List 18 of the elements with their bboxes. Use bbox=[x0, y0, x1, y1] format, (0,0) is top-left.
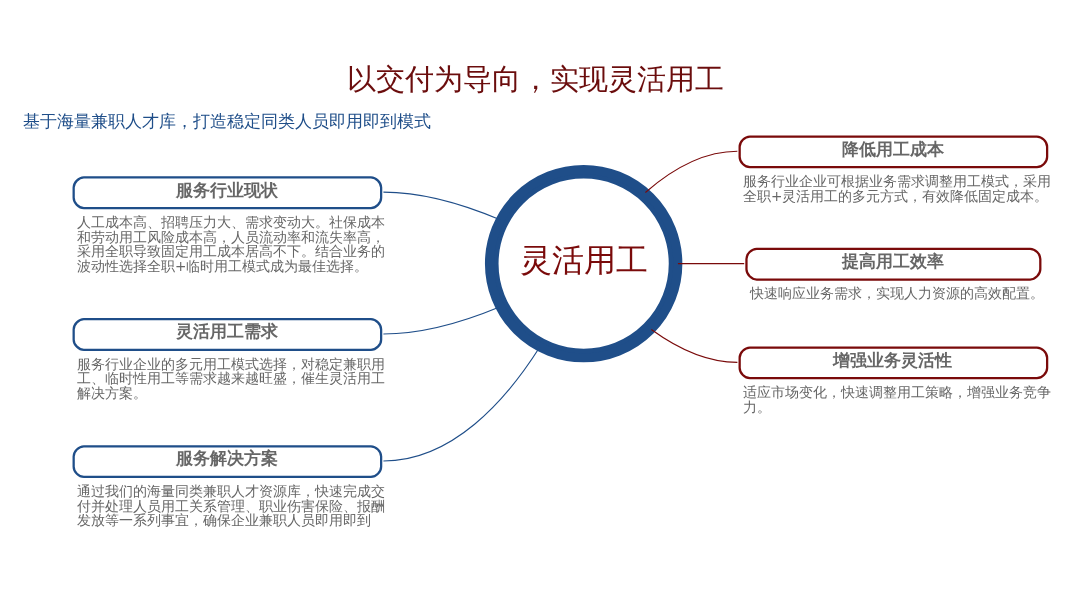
node-box: 灵活用工需求 bbox=[72, 317, 383, 351]
connector bbox=[650, 328, 738, 363]
node-label: 服务行业企业可根据业务需求调整用工模式，采用全职+灵活用工的多元方式，有效降低固定成本。 bbox=[743, 172, 1052, 204]
label: 基于海量兼职人才库，打造稳定同类人员即用即到模式 bbox=[22, 110, 431, 131]
connector bbox=[644, 150, 738, 193]
node-label: 快速响应业务需求，实现人力资源的高效配置。 bbox=[749, 284, 1044, 301]
node-box: 提高用工效率 bbox=[745, 247, 1042, 281]
node-label: 人工成本高、招聘压力大、需求变动大。社保成本和劳动用工风险成本高，人员流动率和流失率高，采用全职导致固定用工成本居高不下。结合业务的波动性选择全职+临时用工模式成为最佳选择。 bbox=[77, 213, 386, 274]
diagram-title: 以交付为导向，实现灵活用工 bbox=[347, 61, 725, 96]
connector bbox=[677, 262, 745, 264]
node-box: 服务解决方案 bbox=[72, 444, 383, 478]
node-box: 服务行业现状 bbox=[72, 175, 383, 209]
node-box: 降低用工成本 bbox=[738, 134, 1049, 168]
node-circle: 灵活用工 bbox=[484, 164, 683, 362]
node-label: 适应市场变化，快速调整用工策略，增强业务竞争力。 bbox=[743, 383, 1052, 415]
node-box: 增强业务灵活性 bbox=[738, 345, 1049, 379]
node-label: 通过我们的海量同类兼职人才资源库，快速完成交付并处理人员用工关系管理、职业伤害保险、报酬发放等一系列事宜，确保企业兼职人员即用即到 bbox=[77, 482, 386, 528]
node-label: 服务行业企业的多元用工模式选择，对稳定兼职用工、临时性用工等需求越来越旺盛，催生灵活用工解决方案。 bbox=[77, 355, 386, 401]
